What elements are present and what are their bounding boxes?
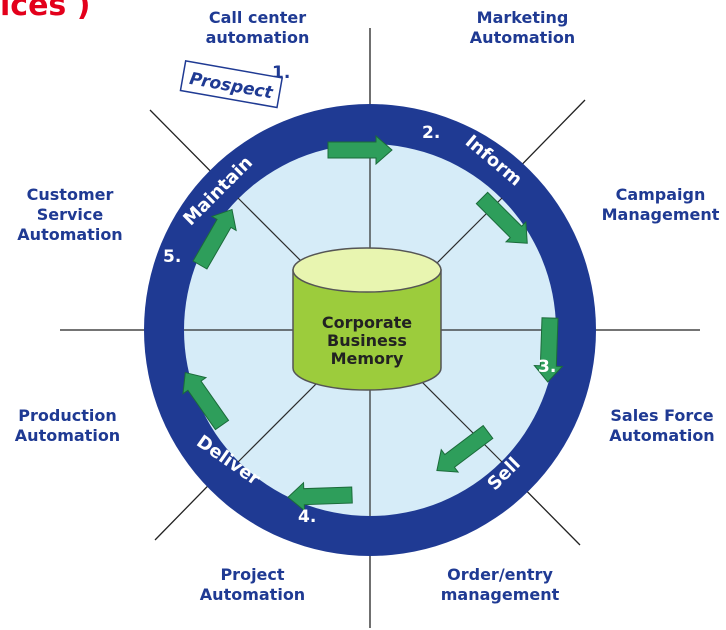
database-cylinder-icon: Corporate Business Memory [292,247,442,391]
segment-marketing-label: Marketing Automation [469,8,576,47]
stage-number-2: 2. [422,123,440,143]
center-label-line2: Business [327,331,407,350]
page-title-fragment: ices ) [0,0,91,23]
cylinder-body [292,269,442,391]
center-label-line3: Memory [331,349,404,368]
arrow-to-campaign [475,191,528,244]
arrow-to-maintain [192,208,237,270]
segment-customer-service-label: Customer Service Automation [17,185,123,244]
arrow-to-production [182,371,230,431]
segment-sales-force-label: Sales Force Automation [609,406,715,445]
arrow-to-inform [327,134,393,166]
prospect-box: Prospect [179,60,284,109]
center-label-line1: Corporate [322,313,412,332]
cycle-arrows [182,134,564,512]
stage-number-5: 5. [163,247,181,267]
segment-project-label: Project Automation [199,565,306,604]
arrow-to-sell [533,317,564,383]
segment-campaign-label: Campaign Management [601,185,720,224]
stage-number-4: 4. [298,507,316,527]
cylinder-top [292,247,442,293]
segment-production-label: Production Automation [14,406,121,445]
stage-number-3: 3. [538,357,556,377]
segment-call-center-label: Call center automation [205,8,310,47]
arrow-to-deliver [287,481,353,512]
arrow-to-sell-end [436,424,494,473]
segment-order-entry-label: Order/entry management [440,565,560,604]
